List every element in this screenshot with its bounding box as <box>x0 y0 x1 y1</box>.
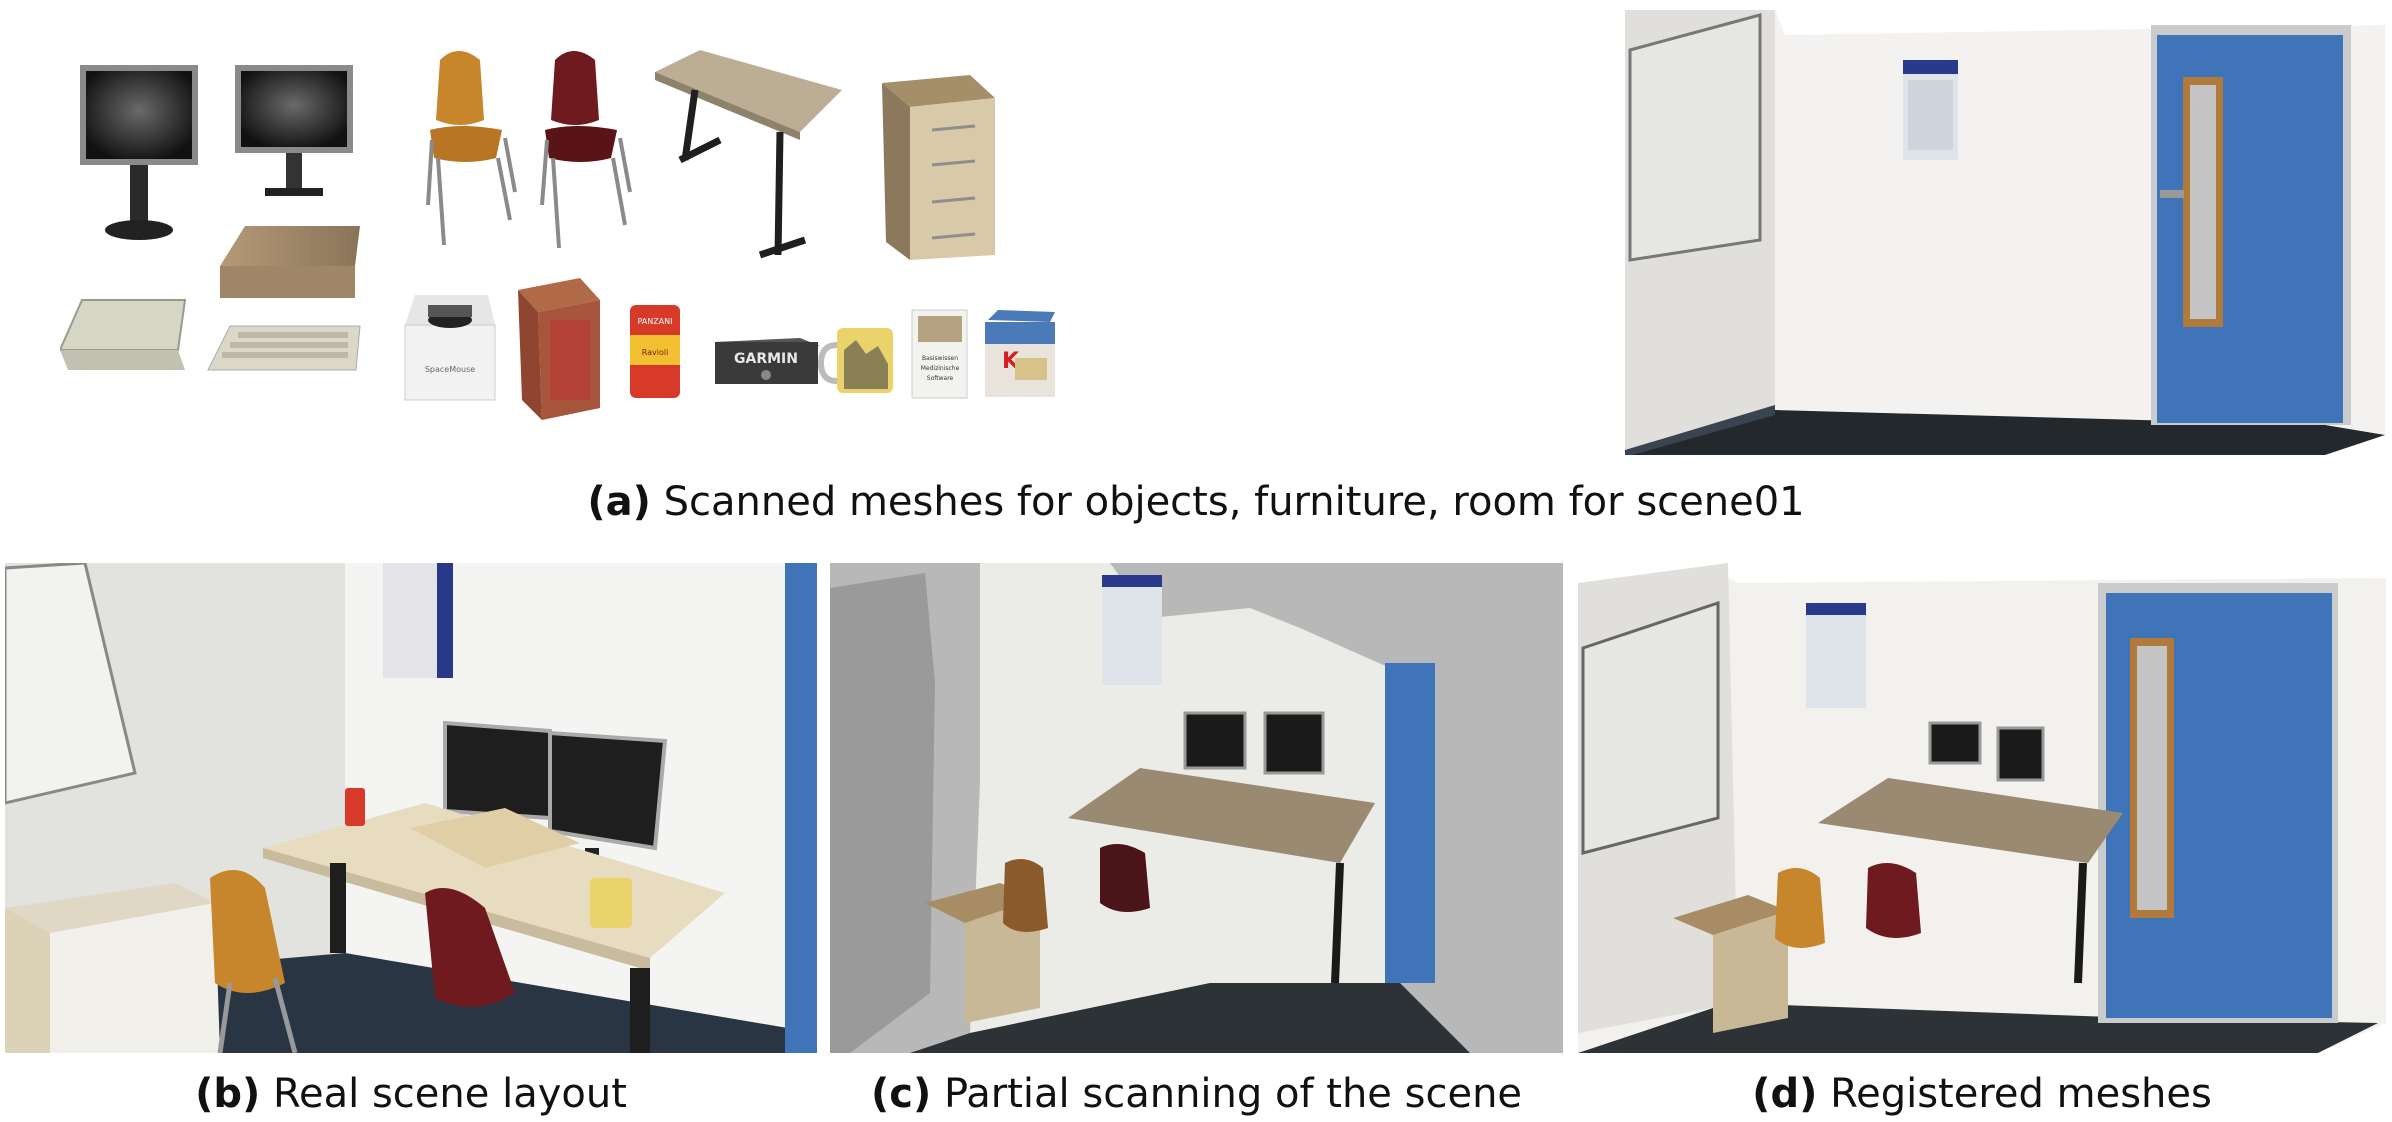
chair-red-photo <box>425 888 515 1007</box>
caption-c-text: Partial scanning of the scene <box>931 1071 1523 1117</box>
whiteboard-photo <box>5 563 137 805</box>
caption-b-text: Real scene layout <box>260 1071 627 1117</box>
door-scan <box>1385 663 1435 983</box>
monitor-mesh-1 <box>80 65 198 240</box>
mug-mesh <box>817 328 893 393</box>
book-mesh: Basiswissen Medizinische Software <box>911 309 968 399</box>
drawer-cabinet-mesh <box>882 75 995 260</box>
panel-d-registered-meshes <box>1578 563 2386 1053</box>
caption-d-tag: (d) <box>1752 1071 1818 1117</box>
keyboard-mesh <box>207 325 361 371</box>
cabinet-photo <box>5 883 220 1053</box>
panel-a-room-mesh <box>1625 5 2385 455</box>
chair-orange-mesh <box>426 51 517 246</box>
book-title-2: Medizinische <box>921 365 960 372</box>
can-photo <box>345 788 365 826</box>
panel-b-real-scene <box>5 563 817 1053</box>
garmin-box-mesh: GARMIN <box>715 338 820 384</box>
panzani-label: PANZANI <box>637 317 672 326</box>
panel-a-object-meshes: SpaceMouse PANZANI Ravioli GARMIN <box>60 20 1060 450</box>
desk-registered <box>1818 778 2123 984</box>
chair-red-scan <box>1100 844 1150 912</box>
caption-b-tag: (b) <box>195 1071 261 1117</box>
chair-red-registered <box>1866 863 1921 938</box>
garmin-label: GARMIN <box>734 351 798 367</box>
whiteboard-registered <box>1581 600 1720 855</box>
mug-photo <box>590 878 632 928</box>
cardboard-box-mesh <box>518 278 600 420</box>
caption-c-tag: (c) <box>870 1071 932 1117</box>
caption-c: (c) Partial scanning of the scene <box>830 1070 1563 1118</box>
ravioli-label: Ravioli <box>642 348 669 357</box>
book-title-3: Software <box>927 375 954 382</box>
monitor-riser-mesh <box>220 226 360 298</box>
door-mesh <box>2151 25 2351 425</box>
monitors-registered <box>1928 721 2045 782</box>
cabinet-registered <box>1673 895 1788 1033</box>
desk-scan <box>1068 768 1375 984</box>
caption-a-tag: (a) <box>587 479 651 525</box>
monitors-scan <box>1183 711 1325 775</box>
ravioli-can-mesh: PANZANI Ravioli <box>630 305 680 398</box>
poster-mesh <box>1903 60 1958 160</box>
caption-d: (d) Registered meshes <box>1578 1070 2386 1118</box>
monitors-photo <box>443 720 668 878</box>
whiteboard-mesh <box>1628 13 1762 262</box>
chair-orange-scan <box>1003 859 1048 932</box>
poster-photo <box>383 563 453 678</box>
poster-scan <box>1102 575 1162 685</box>
chair-orange-photo <box>210 870 298 1053</box>
chair-orange-registered <box>1775 868 1825 948</box>
caption-b: (b) Real scene layout <box>5 1070 817 1118</box>
cereal-box-mesh: K <box>985 310 1055 397</box>
paper-tray-mesh <box>60 299 187 370</box>
monitor-mesh-2 <box>235 65 353 196</box>
caption-d-text: Registered meshes <box>1817 1071 2212 1117</box>
caption-a: (a) Scanned meshes for objects, furnitur… <box>0 478 2392 526</box>
chair-red-mesh <box>540 51 632 249</box>
desk-mesh <box>655 50 842 259</box>
spacemouse-box-mesh: SpaceMouse <box>404 295 496 401</box>
poster-registered <box>1806 603 1866 708</box>
door-registered <box>2098 583 2338 1023</box>
caption-a-text: Scanned meshes for objects, furniture, r… <box>650 479 1805 525</box>
spacemouse-label: SpaceMouse <box>425 365 475 374</box>
panel-c-partial-scan <box>830 563 1563 1053</box>
book-title-1: Basiswissen <box>922 355 958 362</box>
